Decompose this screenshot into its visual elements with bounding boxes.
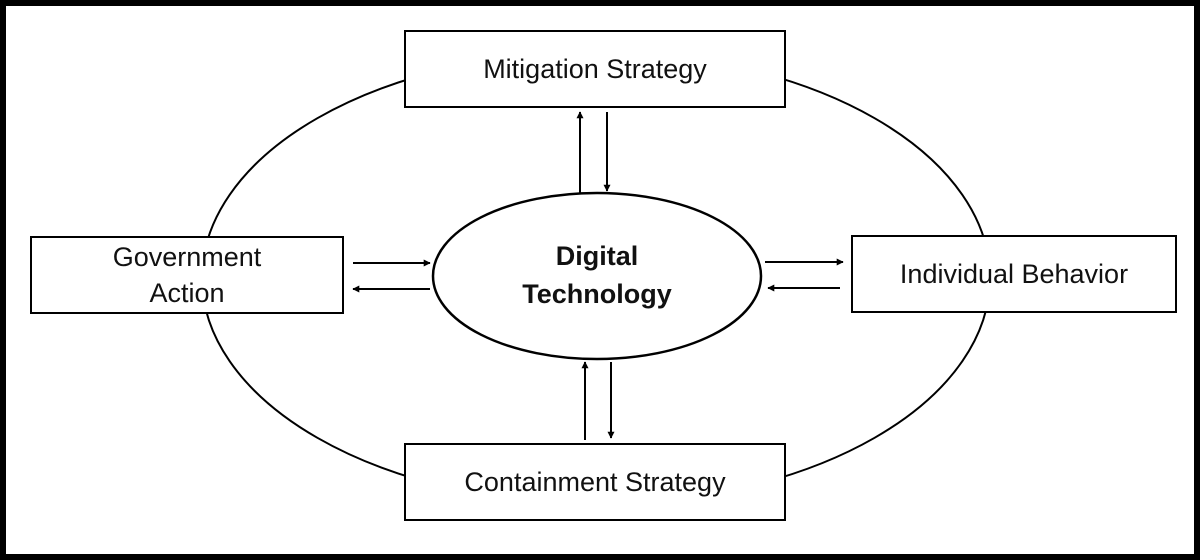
node-mitigation-strategy: Mitigation Strategy (404, 30, 786, 108)
center-node-label: Digital Technology (432, 196, 762, 356)
node-government-label-line1: Government (112, 241, 262, 272)
node-government-action: Government Action (30, 236, 344, 314)
center-ellipse (431, 191, 763, 361)
node-individual-label: Individual Behavior (899, 258, 1129, 289)
node-mitigation-label: Mitigation Strategy (483, 53, 707, 84)
center-label-line1: Digital (555, 241, 639, 272)
center-label-line2: Technology (522, 279, 672, 309)
node-containment-strategy: Containment Strategy (404, 443, 786, 521)
node-individual-behavior: Individual Behavior (851, 235, 1177, 313)
node-government-label-line2: Action (149, 278, 225, 308)
node-containment-label: Containment Strategy (464, 466, 726, 497)
